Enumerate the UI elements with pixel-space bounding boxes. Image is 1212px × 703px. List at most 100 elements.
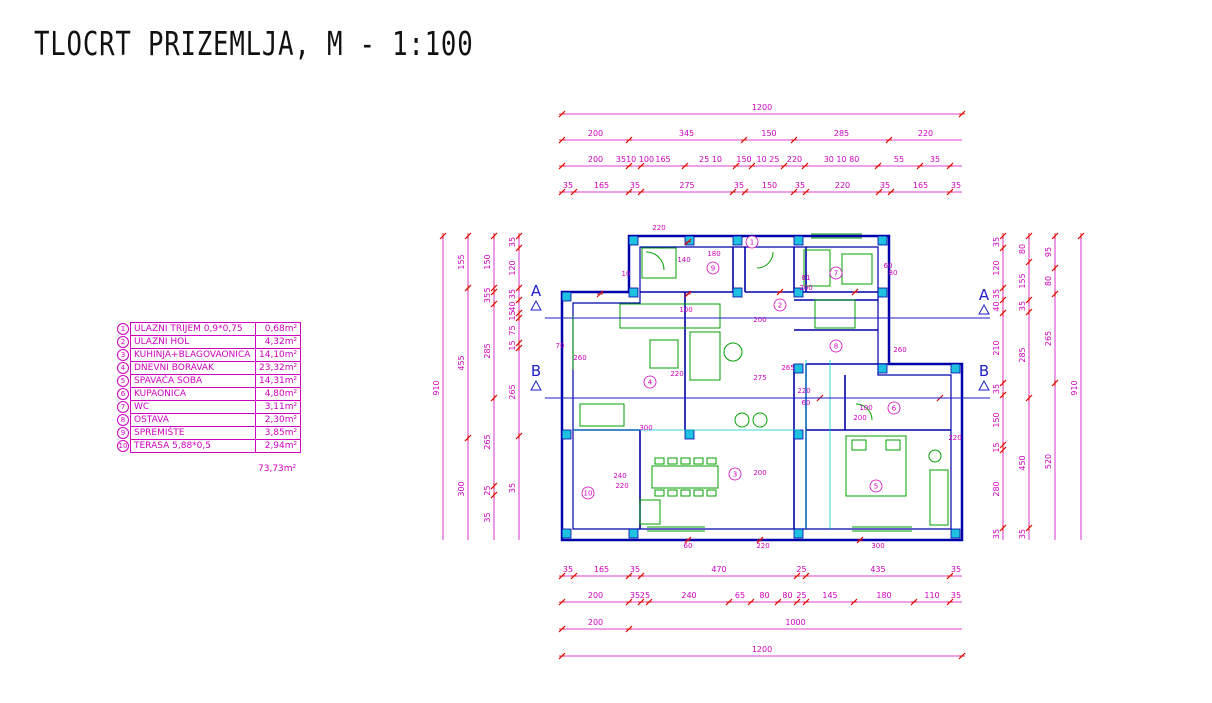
lamp xyxy=(928,449,942,463)
dimension-label: 55 xyxy=(894,155,904,164)
dimension-label: 10 25 xyxy=(757,155,780,164)
dimension-label: 35 xyxy=(951,565,961,574)
plan-dimension-note: 140 xyxy=(677,256,690,264)
column xyxy=(950,528,961,539)
dimension-label: 265 xyxy=(508,384,517,399)
dining-table xyxy=(651,465,719,489)
legend-room-number: 9 xyxy=(117,427,129,439)
plan-dimension-note: 260 xyxy=(573,354,586,362)
dimension-label: 165 xyxy=(594,181,609,190)
dimension-label: 910 xyxy=(432,380,441,395)
plan-dimension-note: 80 xyxy=(889,269,898,277)
exterior-wall-inner xyxy=(572,246,952,530)
dimension-label: 80 xyxy=(1018,244,1027,254)
dimension-label: 35 xyxy=(880,181,890,190)
column xyxy=(793,363,804,374)
kitchen-counter xyxy=(639,499,661,525)
dimension-label: 155 xyxy=(457,254,466,269)
dimension-label: 265 xyxy=(483,434,492,449)
legend-room-number: 1 xyxy=(117,323,129,335)
room-number-circle xyxy=(643,375,657,389)
dimension-label: 35 xyxy=(992,384,1001,394)
dimension-label: 25 xyxy=(483,485,492,495)
door-swing xyxy=(756,251,774,269)
column xyxy=(732,235,743,246)
plan-dimension-note: 60 xyxy=(684,542,693,550)
dimension-label: 35 xyxy=(930,155,940,164)
room-number-circle xyxy=(581,486,595,500)
dimension-label: 40 xyxy=(992,301,1001,311)
dimension-label: 200 xyxy=(588,129,603,138)
dining-chair xyxy=(693,489,704,497)
dimension-label: 110 xyxy=(924,591,939,600)
bed xyxy=(845,435,907,497)
dimension-label: 35 xyxy=(630,181,640,190)
dimension-label: 470 xyxy=(711,565,726,574)
wardrobe xyxy=(929,469,949,526)
dimension-label: 200 xyxy=(588,618,603,627)
legend-room-number: 4 xyxy=(117,362,129,374)
section-label-a-left: A xyxy=(531,282,542,300)
dimension-label: 35 xyxy=(483,293,492,303)
column xyxy=(628,528,639,539)
legend-room-number: 5 xyxy=(117,375,129,387)
plan-dimension-note: 200 xyxy=(853,414,866,422)
dimension-label: 95 xyxy=(1044,247,1053,257)
dimension-label: 35 xyxy=(795,181,805,190)
dining-chair xyxy=(667,489,678,497)
room-number-label: 7 xyxy=(834,270,838,278)
dimension-label: 35 xyxy=(951,591,961,600)
stair xyxy=(814,299,856,329)
room-number-circle xyxy=(829,339,843,353)
dimension-label: 25 10 xyxy=(699,155,722,164)
section-arrow xyxy=(530,299,542,311)
plan-dimension-note: 300 xyxy=(639,424,652,432)
room-number-label: 6 xyxy=(892,405,897,413)
dimension-label: 15 xyxy=(992,442,1001,452)
plan-dimension-note: 180 xyxy=(707,250,720,258)
room-number-circle xyxy=(869,479,883,493)
section-arrow xyxy=(978,379,990,391)
dimension-label: 35 xyxy=(508,289,517,299)
legend-room-number: 3 xyxy=(117,349,129,361)
room-number-label: 1 xyxy=(750,239,754,247)
room-number-circle xyxy=(829,266,843,280)
dimension-label: 910 xyxy=(1070,380,1079,395)
plan-dimension-note: 200 xyxy=(753,469,766,477)
legend-room-number: 2 xyxy=(117,336,129,348)
dimension-label: 200 xyxy=(588,591,603,600)
plan-dimension-note: 300 xyxy=(871,542,884,550)
dimension-label: 180 xyxy=(876,591,891,600)
armchair xyxy=(689,331,721,381)
room-labels: 2201801401010070260220200275265300240220… xyxy=(556,224,962,550)
plan-dimension-note: 220 xyxy=(756,542,769,550)
column xyxy=(877,363,888,374)
dimension-label: 65 xyxy=(735,591,745,600)
dimension-label: 120 xyxy=(508,260,517,275)
room-number-label: 5 xyxy=(874,483,878,491)
dining-chair xyxy=(654,457,665,465)
column xyxy=(950,363,961,374)
dimension-label: 35 xyxy=(563,565,573,574)
dimension-label: 200 xyxy=(588,155,603,164)
dimension-label: 145 xyxy=(822,591,837,600)
plan-dimension-note: 70 xyxy=(556,342,565,350)
dimension-label: 35 xyxy=(734,181,744,190)
dining-chair xyxy=(667,457,678,465)
dimension-label: 240 xyxy=(681,591,696,600)
dimension-label: 35 xyxy=(508,483,517,493)
dimension-label: 15 xyxy=(508,310,517,320)
dimension-label: 3510 100 xyxy=(616,155,654,164)
dimension-label: 450 xyxy=(1018,455,1027,470)
dimension-label: 275 xyxy=(679,181,694,190)
dimension-label: 5 xyxy=(483,287,492,292)
plan-dimension-note: 220 xyxy=(948,434,961,442)
dimension-label: 210 xyxy=(992,340,1001,355)
legend-room-number: 7 xyxy=(117,401,129,413)
storage-shelf xyxy=(641,247,677,279)
legend-room-area: 4,32m² xyxy=(254,335,302,349)
